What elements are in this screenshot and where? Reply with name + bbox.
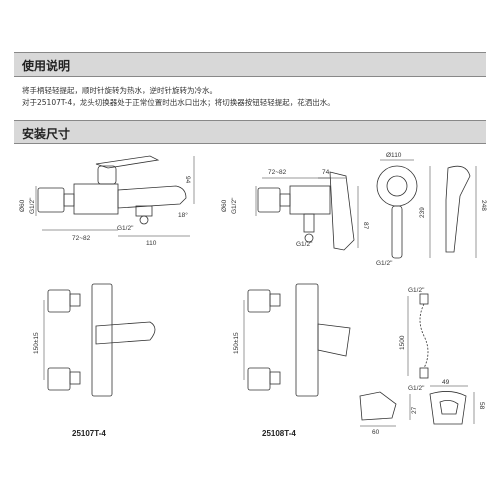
hand-shower-drawing (376, 159, 477, 259)
dim-shower-side-thread: G1/2" (231, 197, 238, 214)
dim-hose-length: 1500 (399, 335, 406, 350)
dim-shower-side-height: 87 (362, 222, 369, 230)
bath-mixer-side-dimensions: Ø60 G1/2" 72~82 110 94 18° G1/2" (19, 176, 191, 247)
dim-holder-length: 60 (372, 429, 380, 436)
dim-bath-side-angle: 18° (178, 211, 188, 219)
dim-hose-thread-top: G1/2" (408, 287, 425, 294)
dim-bath-side-thread: G1/2" (29, 197, 36, 214)
dim-shower-side-spacing: 72~82 (268, 169, 287, 176)
section-title-instructions: 使用说明 (22, 59, 71, 73)
dim-bath-side-height: 94 (184, 176, 191, 184)
instruction-line-2: 对于25107T-4，龙头切换器处于正常位置时出水口出水；将切换器按钮轻轻提起，… (22, 98, 335, 107)
model-number-25107: 25107T-4 (72, 429, 106, 438)
dim-hose-thread-bottom: G1/2" (408, 385, 425, 392)
dim-hand-shower-diameter: Ø110 (386, 152, 402, 159)
dim-shower-front-spacing: 150±15 (233, 332, 240, 354)
dim-hand-shower-side-length: 248 (480, 200, 487, 211)
dim-bath-side-length: 110 (146, 240, 157, 247)
dim-bath-side-spacing: 72~82 (72, 235, 91, 242)
dim-bath-front-spacing: 150±15 (33, 332, 40, 354)
hose-drawing (407, 293, 429, 379)
hose-dimensions: G1/2" 1500 G1/2" (399, 287, 425, 392)
instruction-line-1: 将手柄轻轻提起，顺时针旋转为热水，逆时针旋转为冷水。 (22, 86, 217, 95)
dim-hand-shower-thread: G1/2" (376, 260, 393, 267)
holder-dimensions: 49 27 58 60 (372, 379, 485, 436)
dim-hand-shower-length: 239 (419, 207, 426, 218)
shower-mixer-front-dimensions: 150±15 (233, 332, 240, 354)
spec-sheet: 使用说明 将手柄轻轻提起，顺时针旋转为热水，逆时针旋转为冷水。 对于25107T… (14, 52, 486, 461)
dim-holder-depth: 27 (411, 406, 418, 414)
section-header-dimensions: 安装尺寸 (14, 120, 486, 144)
dim-holder-height: 58 (478, 402, 485, 410)
bath-mixer-front-drawing (43, 283, 156, 397)
bath-mixer-side-drawing (35, 155, 195, 237)
holder-drawing (359, 385, 475, 427)
dim-holder-width: 49 (442, 379, 450, 386)
dim-bath-side-outlet-thread: G1/2" (117, 225, 134, 232)
model-number-25108: 25108T-4 (262, 429, 296, 438)
shower-mixer-front-drawing (243, 283, 351, 397)
bath-mixer-front-dimensions: 150±15 (33, 332, 40, 354)
section-header-instructions: 使用说明 (14, 53, 486, 77)
dim-shower-side-outlet-thread: G1/2" (296, 241, 313, 248)
model-label-25107: 25107T-4 (72, 429, 106, 438)
model-label-25108: 25108T-4 (262, 429, 296, 438)
dim-bath-side-diameter: Ø60 (19, 199, 26, 212)
shower-mixer-side-dimensions: 72~82 74 Ø60 G1/2" 87 G1/2" (221, 169, 369, 248)
dim-shower-side-depth: 74 (322, 169, 330, 176)
dim-shower-side-diameter: Ø60 (221, 199, 228, 212)
hand-shower-dimensions: Ø110 239 248 G1/2" (376, 152, 487, 267)
shower-mixer-side-drawing (255, 171, 359, 251)
section-title-dimensions: 安装尺寸 (22, 127, 71, 141)
